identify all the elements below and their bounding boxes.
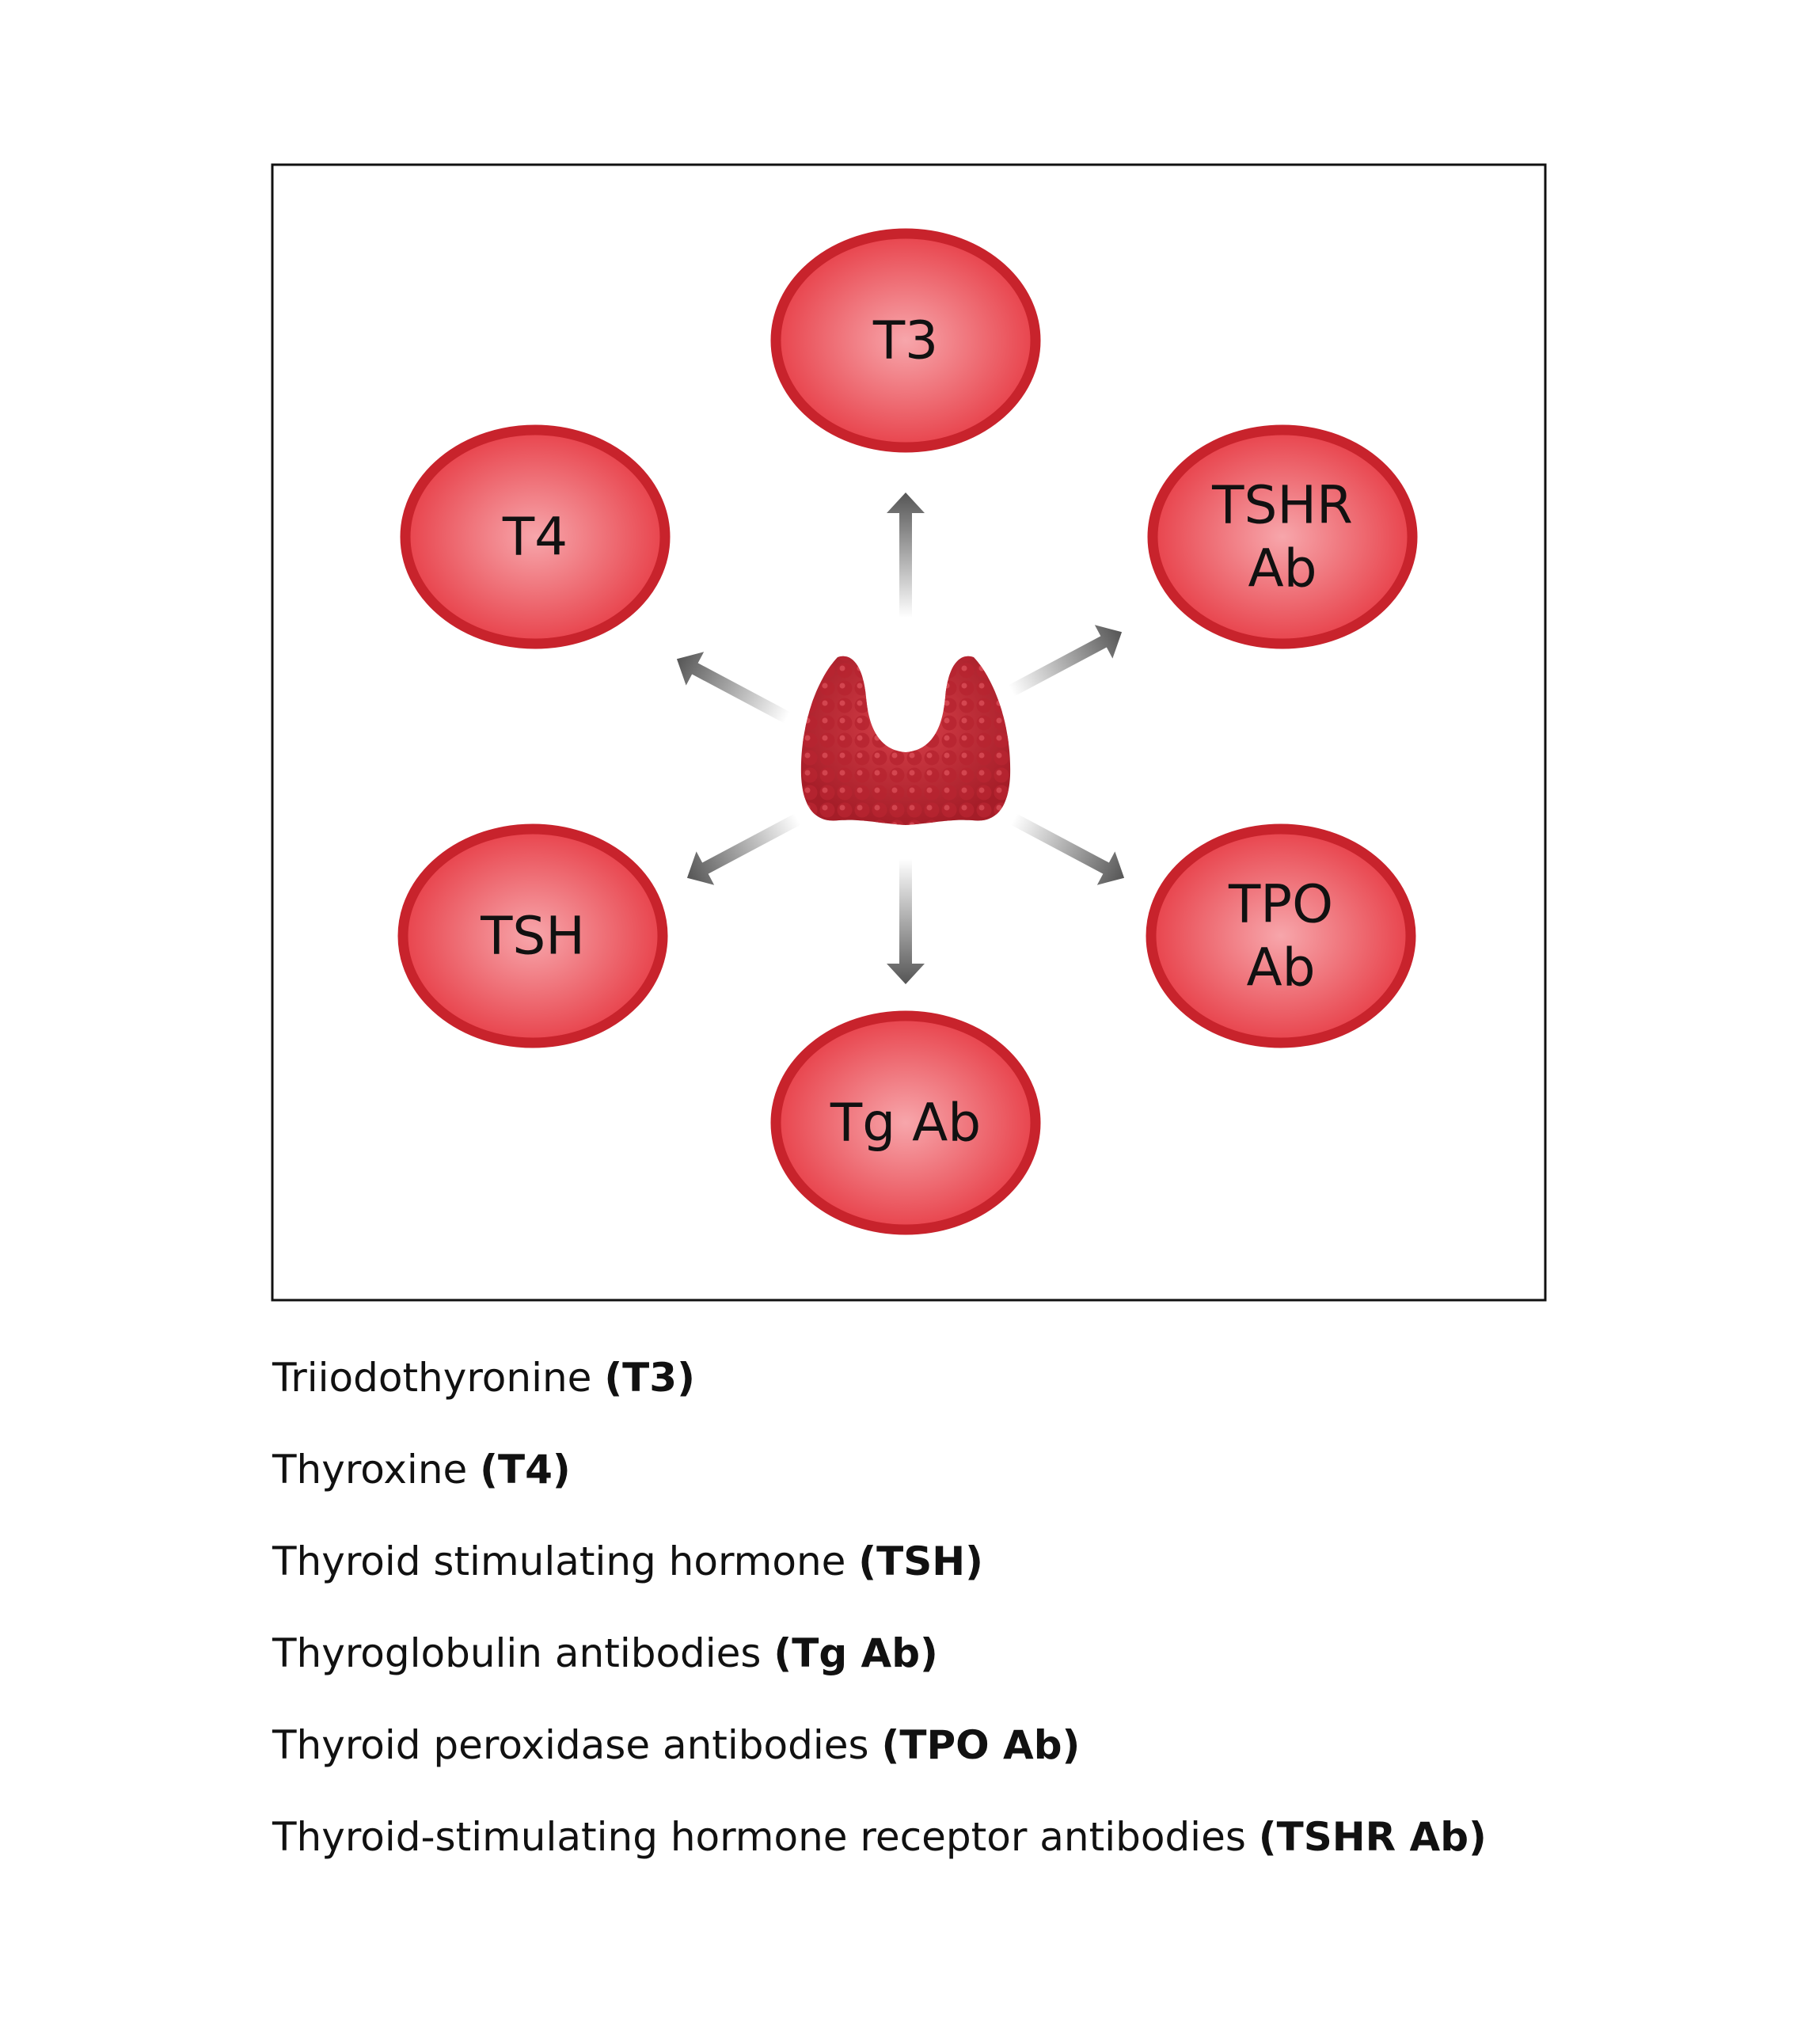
legend-name: Thyroglobulin antibodies (272, 1630, 762, 1676)
legend-item-tg-ab: Thyroglobulin antibodies (Tg Ab) (272, 1630, 1776, 1677)
node-circle (1147, 424, 1418, 649)
arrow-icon (1010, 813, 1125, 885)
node-label: Ab (1246, 937, 1315, 998)
legend-abbr: (Tg Ab) (773, 1630, 938, 1676)
legend-name: Thyroxine (272, 1447, 468, 1493)
legend-item-t4: Thyroxine (T4) (272, 1446, 1776, 1493)
legend-abbr: (TSHR Ab) (1258, 1814, 1487, 1860)
node-circle (770, 1010, 1041, 1235)
legend-abbr: (T3) (604, 1355, 695, 1401)
legend-item-tsh: Thyroid stimulating hormone (TSH) (272, 1538, 1776, 1585)
legend-abbr: (TPO Ab) (881, 1722, 1081, 1768)
node-t4: T4 (400, 424, 671, 649)
legend-abbr: (TSH) (858, 1538, 983, 1584)
node-label: TPO (1228, 874, 1333, 935)
node-label: TSH (480, 906, 585, 967)
node-circle (1146, 823, 1416, 1048)
arrows (676, 492, 1125, 984)
node-label: T4 (502, 507, 568, 568)
thyroid-gland-icon (800, 656, 1011, 825)
legend-name: Triiodothyronine (272, 1355, 592, 1401)
arrow-icon (676, 652, 791, 724)
node-label: Tg Ab (830, 1093, 981, 1154)
legend-item-tpo-ab: Thyroid peroxidase antibodies (TPO Ab) (272, 1721, 1776, 1769)
arrow-icon (887, 492, 925, 618)
node-tg: Tg Ab (770, 1010, 1041, 1235)
arrow-icon (1008, 625, 1123, 697)
node-circle (770, 228, 1041, 453)
node-label: Ab (1248, 538, 1317, 599)
node-label: TSHR (1211, 475, 1353, 536)
node-circle (397, 823, 668, 1048)
node-tsh: TSH (397, 823, 668, 1048)
legend-name: Thyroid peroxidase antibodies (272, 1722, 869, 1768)
diagram-frame (271, 163, 1547, 1302)
legend-item-t3: Triiodothyronine (T3) (272, 1354, 1776, 1401)
node-t3: T3 (770, 228, 1041, 453)
legend: Triiodothyronine (T3) Thyroxine (T4) Thy… (272, 1354, 1776, 1905)
legend-name: Thyroid-stimulating hormone receptor ant… (272, 1814, 1246, 1860)
node-label: T3 (872, 310, 938, 371)
legend-abbr: (T4) (480, 1447, 571, 1493)
legend-name: Thyroid stimulating hormone (272, 1538, 846, 1584)
arrow-icon (686, 813, 801, 885)
node-circle (400, 424, 671, 649)
legend-item-tshr-ab: Thyroid-stimulating hormone receptor ant… (272, 1813, 1776, 1861)
arrow-icon (887, 859, 925, 984)
